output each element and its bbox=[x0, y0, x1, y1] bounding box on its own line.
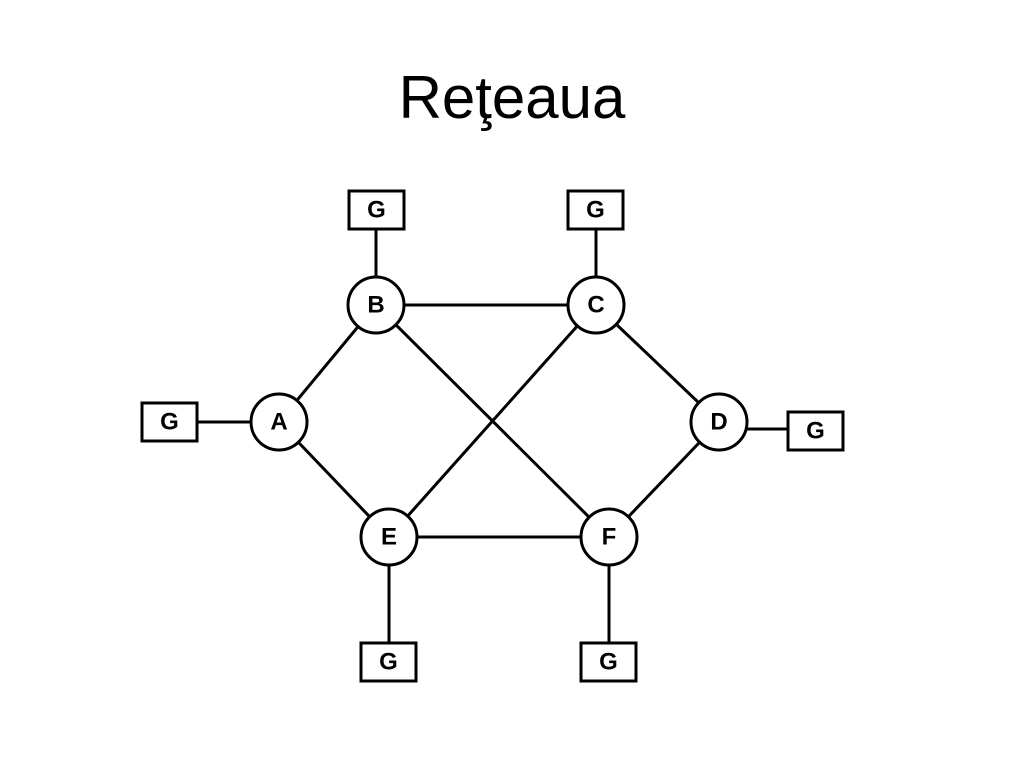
node-b: B bbox=[346, 275, 406, 335]
gateway-label: G bbox=[586, 197, 605, 224]
gateway-box bbox=[347, 189, 406, 231]
gateway-box bbox=[359, 641, 418, 683]
gateway-label: G bbox=[806, 418, 825, 445]
gateway-label: G bbox=[379, 649, 398, 676]
node-circle bbox=[359, 507, 419, 567]
node-a: A bbox=[249, 392, 309, 452]
edge-c-e bbox=[387, 304, 598, 538]
gateway-c: G bbox=[566, 189, 625, 231]
gateway-label: G bbox=[599, 649, 618, 676]
node-e: E bbox=[359, 507, 419, 567]
gateway-f: G bbox=[579, 641, 638, 683]
gateway-box bbox=[579, 641, 638, 683]
node-label: C bbox=[587, 292, 604, 319]
slide-title: Reţeaua bbox=[398, 64, 626, 131]
node-label: B bbox=[367, 292, 384, 319]
gateway-box bbox=[786, 410, 845, 452]
node-label: D bbox=[710, 409, 727, 436]
gateway-box bbox=[140, 401, 199, 443]
node-d: D bbox=[689, 392, 749, 452]
network-edges bbox=[277, 303, 721, 539]
gateway-box bbox=[566, 189, 625, 231]
node-circle bbox=[346, 275, 406, 335]
node-circle bbox=[249, 392, 309, 452]
node-f: F bbox=[579, 507, 639, 567]
gateway-d: G bbox=[786, 410, 845, 452]
node-label: A bbox=[270, 409, 287, 436]
node-label: F bbox=[602, 524, 617, 551]
gateway-a: G bbox=[140, 401, 199, 443]
gateway-b: G bbox=[347, 189, 406, 231]
node-circle bbox=[566, 275, 626, 335]
node-c: C bbox=[566, 275, 626, 335]
node-circle bbox=[689, 392, 749, 452]
node-label: E bbox=[381, 524, 397, 551]
gateway-e: G bbox=[359, 641, 418, 683]
gateway-label: G bbox=[160, 409, 179, 436]
node-circle bbox=[579, 507, 639, 567]
gateway-label: G bbox=[367, 197, 386, 224]
